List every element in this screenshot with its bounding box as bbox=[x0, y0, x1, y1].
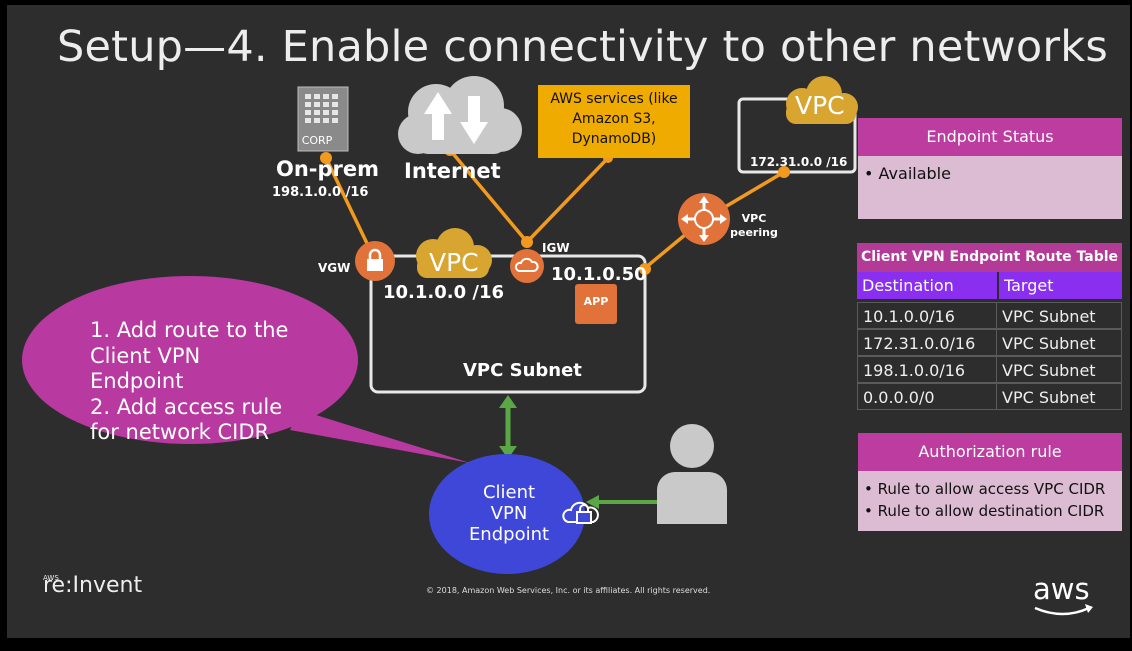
internet-cloud-icon bbox=[398, 76, 522, 154]
peer-vpc-cidr: 172.31.0.0 /16 bbox=[750, 155, 848, 169]
onprem-label: On-prem bbox=[276, 157, 380, 181]
route-target: VPC Subnet bbox=[996, 302, 1122, 329]
bubble-line3: Endpoint bbox=[90, 369, 184, 393]
vpc-cloud-label: VPC bbox=[429, 248, 479, 277]
speech-bubble bbox=[22, 276, 470, 463]
instance-ip: 10.1.0.50 bbox=[551, 264, 647, 285]
peer-vpc-cloud-label: VPC bbox=[795, 91, 845, 120]
authorization-rule-body: • Rule to allow access VPC CIDR • Rule t… bbox=[864, 480, 1106, 520]
route-destination: 172.31.0.0/16 bbox=[857, 329, 997, 356]
green-arrow-vertical bbox=[499, 395, 517, 459]
route-destination: 198.1.0.0/16 bbox=[857, 356, 997, 383]
green-arrow-horizontal bbox=[586, 495, 666, 509]
route-target: VPC Subnet bbox=[996, 383, 1122, 410]
endpoint-status-header: Endpoint Status bbox=[858, 118, 1122, 156]
bubble-line5: for network CIDR bbox=[90, 420, 270, 444]
client-vpn-line2: VPN bbox=[490, 503, 528, 524]
onprem-cidr: 198.1.0.0 /16 bbox=[272, 185, 369, 200]
authorization-rule-item: Rule to allow access VPC CIDR bbox=[877, 480, 1106, 498]
vpc-peering-router-icon bbox=[678, 193, 730, 245]
corp-icon-label: CORP bbox=[301, 134, 333, 147]
connection-lines bbox=[324, 148, 785, 270]
endpoint-status-body: • Available bbox=[864, 164, 951, 183]
vpc-peering-line1: VPC bbox=[741, 212, 767, 225]
vpc-subnet-label: VPC Subnet bbox=[463, 360, 582, 381]
endpoint-status-panel: Endpoint Status • Available bbox=[858, 118, 1122, 219]
route-table-col-target: Target bbox=[997, 272, 1122, 299]
route-table-row: 0.0.0.0/0 VPC Subnet bbox=[857, 383, 1122, 410]
reinvent-aws-small: AWS bbox=[43, 574, 59, 582]
copyright-text: © 2018, Amazon Web Services, Inc. or its… bbox=[426, 586, 711, 595]
client-vpn-line3: Endpoint bbox=[468, 524, 550, 545]
aws-services-line1: AWS services (like bbox=[550, 91, 678, 107]
authorization-rule-header: Authorization rule bbox=[858, 433, 1122, 471]
igw-label: IGW bbox=[542, 241, 570, 255]
authorization-rule-panel: Authorization rule • Rule to allow acces… bbox=[858, 433, 1122, 531]
route-table-title: Client VPN Endpoint Route Table bbox=[857, 243, 1122, 272]
vgw-label: VGW bbox=[318, 261, 351, 275]
route-target: VPC Subnet bbox=[996, 329, 1122, 356]
route-table-col-destination: Destination bbox=[857, 272, 997, 299]
aws-services-line3: DynamoDB) bbox=[571, 131, 657, 147]
route-table-header-row: Destination Target bbox=[857, 272, 1122, 299]
client-vpn-line1: Client bbox=[482, 482, 536, 503]
bubble-line1: 1. Add route to the bbox=[90, 318, 289, 342]
route-table-row: 172.31.0.0/16 VPC Subnet bbox=[857, 329, 1122, 356]
aws-services-line2: Amazon S3, bbox=[572, 111, 656, 127]
vpc-cloud-icon bbox=[416, 228, 492, 278]
bubble-text: 1. Add route to the Client VPN Endpoint … bbox=[90, 318, 340, 446]
aws-logo-text: aws bbox=[1033, 572, 1090, 606]
aws-logo: aws bbox=[1033, 572, 1093, 616]
route-destination: 0.0.0.0/0 bbox=[857, 383, 997, 410]
slide-title: Setup—4. Enable connectivity to other ne… bbox=[57, 22, 1109, 72]
vpn-lock-cloud-icon bbox=[562, 501, 599, 524]
bubble-line2: Client VPN bbox=[90, 343, 201, 368]
internet-label: Internet bbox=[404, 159, 501, 183]
endpoint-status-item: Available bbox=[878, 164, 951, 183]
vpc-subnet-box bbox=[369, 254, 647, 394]
route-destination: 10.1.0.0/16 bbox=[857, 302, 997, 329]
aws-services-box: AWS services (like Amazon S3, DynamoDB) bbox=[538, 85, 690, 158]
aws-smile-icon bbox=[1034, 604, 1093, 616]
corp-building-icon bbox=[297, 86, 349, 152]
client-vpn-ellipse bbox=[429, 454, 585, 574]
bubble-line4: 2. Add access rule bbox=[90, 394, 283, 419]
route-table-row: 10.1.0.0/16 VPC Subnet bbox=[857, 302, 1122, 329]
route-table-row: 198.1.0.0/16 VPC Subnet bbox=[857, 356, 1122, 383]
app-instance: APP bbox=[575, 284, 617, 324]
peer-vpc-cloud-icon bbox=[786, 76, 858, 124]
user-icon bbox=[657, 424, 727, 524]
vgw-lock-icon bbox=[355, 241, 395, 281]
vpc-peering-label: VPC peering bbox=[726, 212, 782, 240]
authorization-rule-item: Rule to allow destination CIDR bbox=[877, 502, 1105, 520]
vpc-peering-line2: peering bbox=[730, 226, 778, 239]
vpc-cidr: 10.1.0.0 /16 bbox=[383, 282, 505, 303]
igw-cloud-icon bbox=[510, 249, 544, 283]
route-target: VPC Subnet bbox=[996, 356, 1122, 383]
client-vpn-label: Client VPN Endpoint bbox=[450, 482, 568, 545]
reinvent-text: re:Invent bbox=[43, 573, 143, 598]
